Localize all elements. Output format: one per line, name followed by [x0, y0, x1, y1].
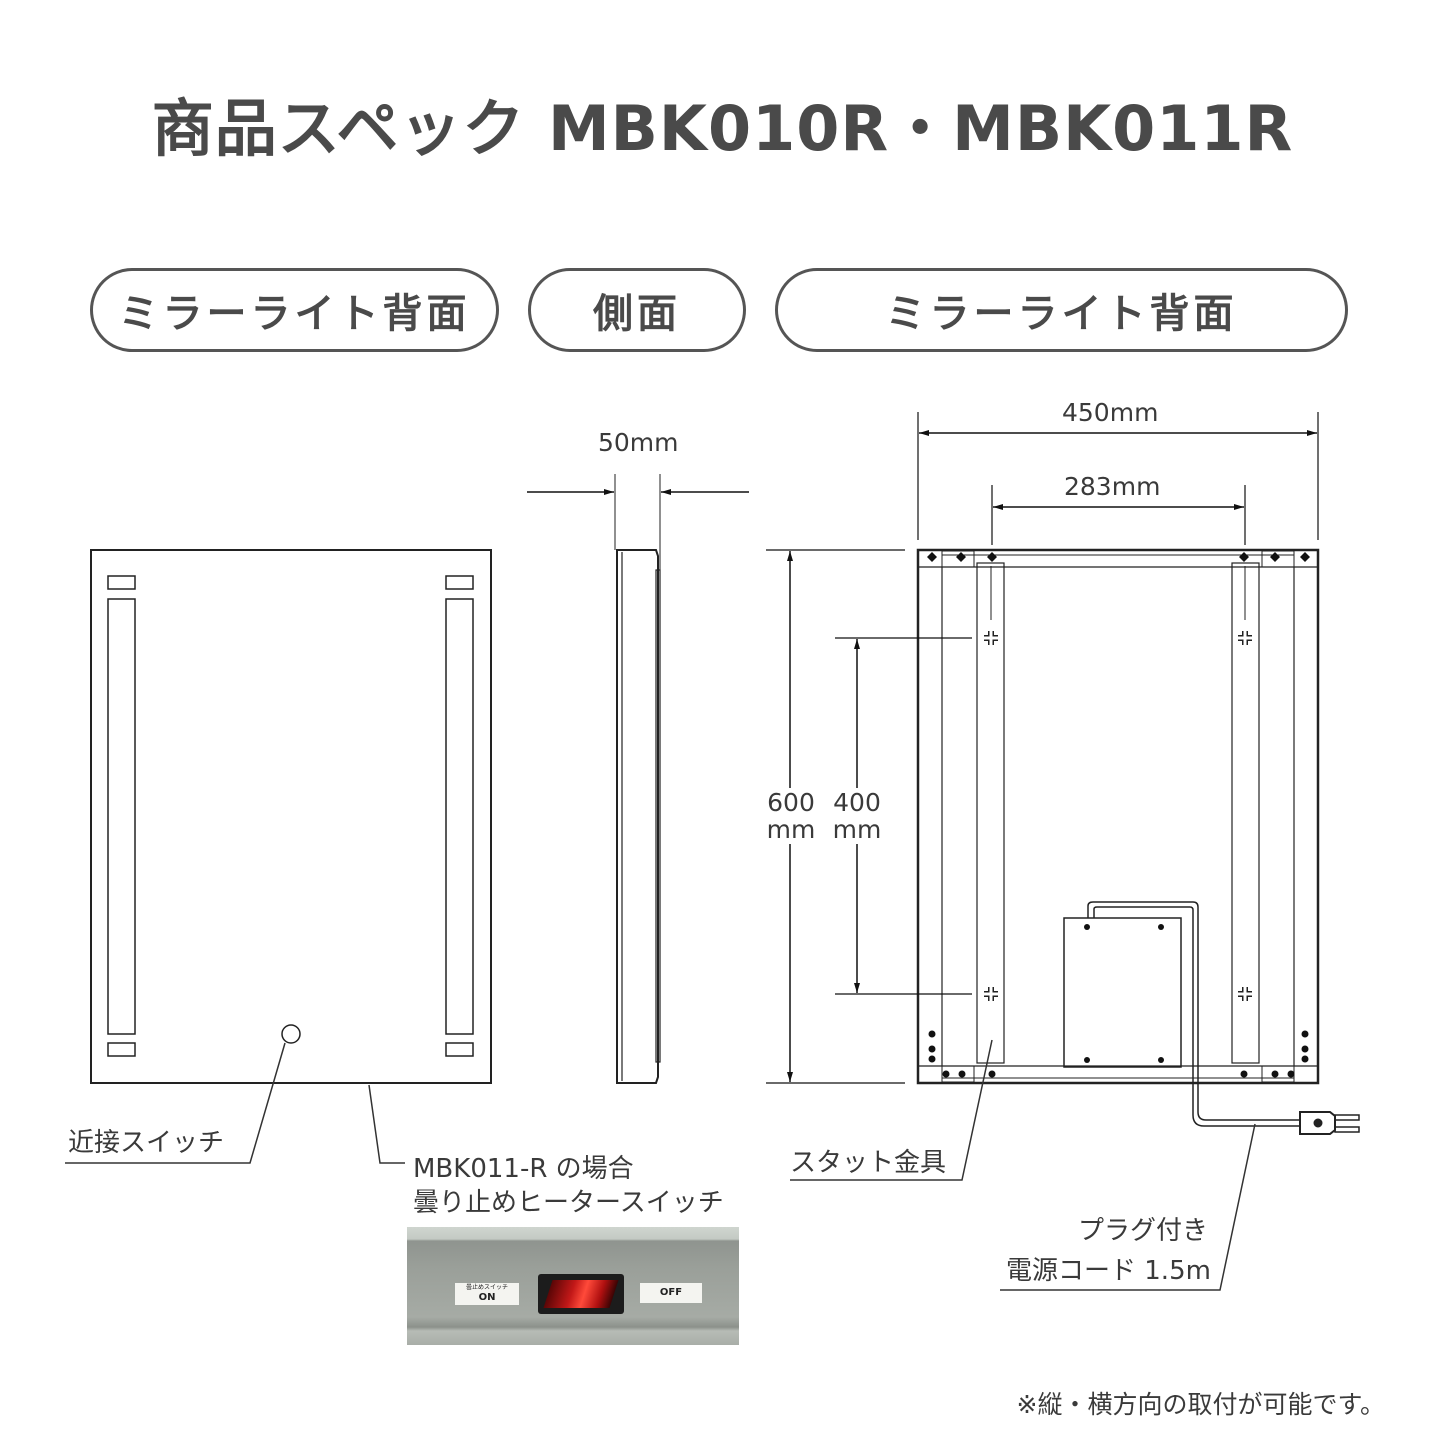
stud-spacing-dimension-label: 283mm [1064, 472, 1161, 501]
off-label-text: OFF [659, 1287, 683, 1298]
back-view-label: ミラーライト背面 [775, 268, 1348, 352]
width-dimension-label: 450mm [1062, 398, 1159, 427]
mirror-outline [90, 549, 492, 1084]
front-callout-lines [65, 1042, 405, 1164]
stud-bracket-right [1231, 562, 1260, 1064]
back-view [916, 548, 1360, 1135]
front-view-label-text: ミラーライト背面 [118, 291, 471, 337]
front-view-label: ミラーライト背面 [90, 268, 499, 352]
depth-dimension-label: 50mm [598, 428, 679, 457]
stud-bracket-left [976, 562, 1005, 1064]
stud-height-dimension-value: 400 [832, 788, 882, 817]
rocker-switch [538, 1274, 624, 1314]
back-frame [916, 548, 1320, 1085]
back-view-label-text: ミラーライト背面 [885, 291, 1238, 337]
side-view-label: 側面 [528, 268, 746, 352]
height-dimension-value: 600 [766, 788, 816, 817]
proximity-switch-label: 近接スイッチ [68, 1128, 225, 1158]
page-title: 商品スペック MBK010R・MBK011R [151, 92, 1294, 165]
side-view [527, 474, 749, 1084]
led-cap-bottom-right [445, 1042, 474, 1057]
off-label-plate: OFF [640, 1283, 702, 1303]
back-view-screws [927, 552, 1310, 1078]
side-view-label-text: 側面 [593, 291, 681, 337]
heater-box [1063, 917, 1182, 1068]
on-label-text: ON [478, 1292, 496, 1303]
led-strip-right [445, 598, 474, 1035]
front-view [90, 549, 492, 1084]
on-label-plate: 曇止めスイッチ ON [455, 1283, 519, 1305]
heater-switch-photo: 曇止めスイッチ ON OFF [407, 1227, 739, 1345]
power-cord-label-line2: 電源コード 1.5m [1006, 1256, 1211, 1286]
rocker-switch-face [543, 1280, 619, 1308]
back-callout-lines [790, 1039, 1256, 1291]
height-dimension-unit: mm [766, 815, 816, 844]
heater-switch-label-line1: MBK011-R の場合 [413, 1154, 634, 1184]
proximity-switch-sensor [281, 1024, 301, 1044]
heater-switch-label-line2: 曇り止めヒータースイッチ [413, 1188, 724, 1218]
back-view-dimension-lines [766, 412, 1319, 1084]
stud-bracket-label: スタット金具 [790, 1148, 947, 1178]
led-cap-bottom-left [107, 1042, 136, 1057]
led-strip-left [107, 598, 136, 1035]
mounting-note: ※縦・横方向の取付が可能です。 [1016, 1390, 1385, 1419]
on-plate-caption: 曇止めスイッチ [465, 1284, 508, 1291]
stud-height-dimension-unit: mm [832, 815, 882, 844]
led-cap-top-left [107, 575, 136, 590]
power-cord-label-line1: プラグ付き [1078, 1216, 1209, 1246]
led-cap-top-right [445, 575, 474, 590]
